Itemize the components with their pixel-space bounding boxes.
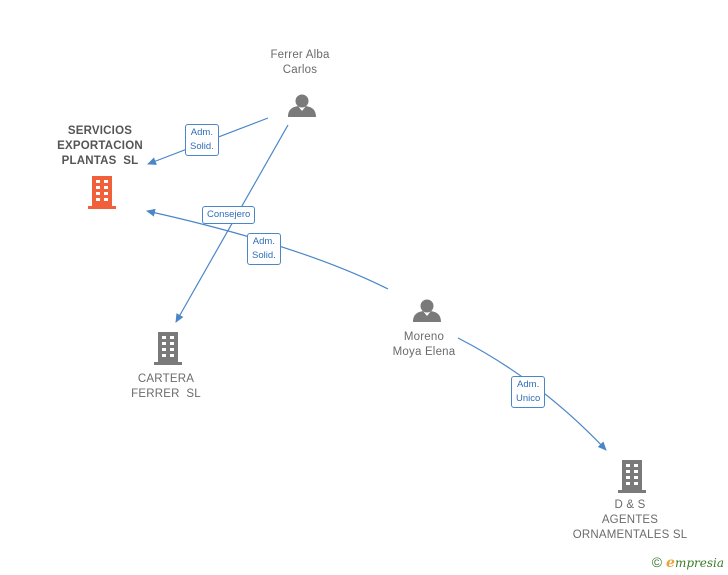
edge-label-moreno-dys: Adm. Unico	[511, 376, 546, 408]
person-label-moreno[interactable]: Moreno Moya Elena	[392, 331, 456, 358]
person-label-ferrer[interactable]: Ferrer Alba Carlos	[270, 49, 330, 76]
company-label-servicios[interactable]: SERVICIOS EXPORTACION PLANTAS SL	[57, 125, 143, 167]
building-icon[interactable]	[618, 460, 646, 493]
person-icon[interactable]	[413, 299, 441, 323]
brand-logo: ©empresia	[651, 554, 724, 571]
copyright-icon: ©	[651, 554, 663, 570]
building-icon[interactable]	[88, 176, 116, 209]
edge-label-ferrer-servicios: Adm. Solid.	[185, 124, 219, 156]
company-label-cartera[interactable]: CARTERA FERRER SL	[131, 373, 201, 400]
building-icon[interactable]	[154, 332, 182, 365]
edge-label-moreno-servicios: Adm. Solid.	[247, 233, 281, 265]
edge-label-consejero: Consejero	[202, 206, 256, 224]
edge-moreno-servicios	[146, 208, 389, 290]
company-label-dys[interactable]: D & S AGENTES ORNAMENTALES SL	[572, 499, 688, 541]
person-icon[interactable]	[288, 94, 316, 118]
